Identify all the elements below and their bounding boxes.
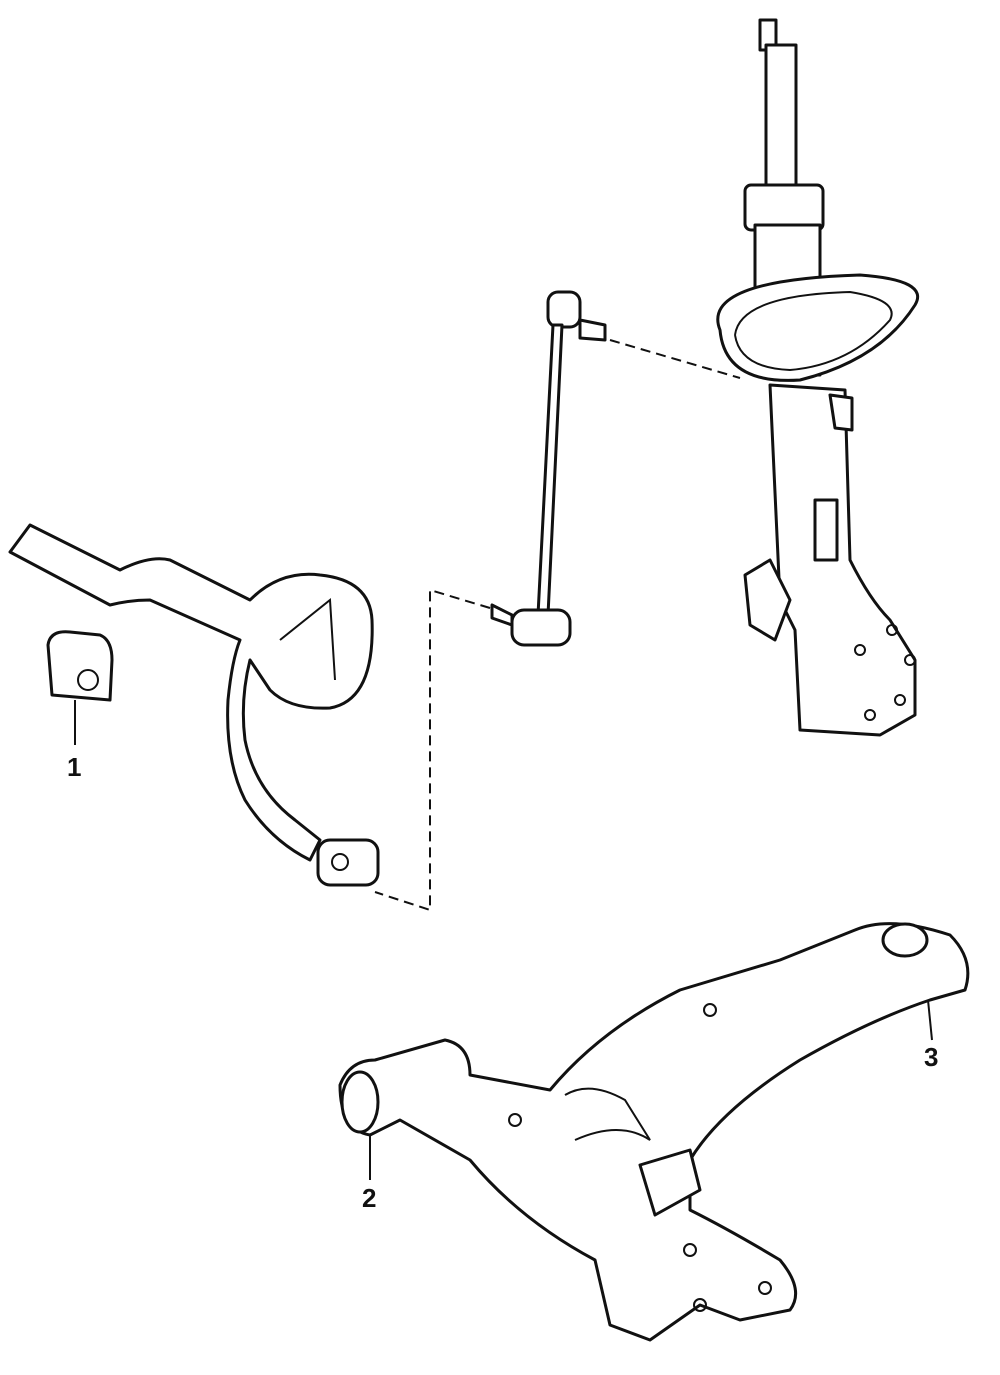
stabilizer-bushing bbox=[46, 630, 114, 745]
stabilizer-bar bbox=[8, 523, 380, 887]
callout-1: 1 bbox=[67, 752, 82, 782]
stabilizer-link bbox=[490, 290, 607, 647]
link-to-bar-guide-line bbox=[374, 588, 491, 912]
link-to-strut-guide-line bbox=[609, 339, 741, 379]
callout-2: 2 bbox=[362, 1183, 377, 1213]
lower-control-arm bbox=[338, 922, 970, 1342]
strut-assembly bbox=[716, 18, 920, 737]
callout-3: 3 bbox=[924, 1042, 939, 1072]
